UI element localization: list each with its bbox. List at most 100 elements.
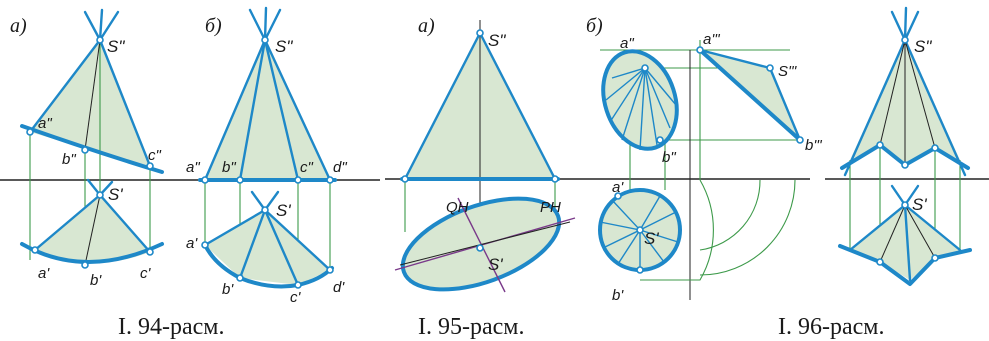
point [31, 246, 39, 254]
point-label: c' [140, 265, 152, 282]
figure-caption: I. 95-расм. [418, 314, 524, 340]
point [81, 146, 89, 154]
generator [33, 193, 102, 252]
point-label: S" [488, 31, 506, 50]
point-label: a'" [703, 31, 720, 48]
point [931, 254, 939, 262]
ray [639, 195, 661, 231]
fig94b-drawing [198, 6, 337, 289]
generator [768, 66, 802, 142]
point [656, 136, 664, 144]
point-label: a' [612, 179, 624, 196]
point-label: a' [186, 235, 198, 252]
generator [263, 208, 332, 272]
point-label: c" [300, 159, 314, 176]
sub-label: б) [586, 15, 603, 37]
point-label: b' [90, 272, 102, 289]
point-apex [261, 36, 269, 44]
point [931, 144, 939, 152]
point-label: S" [107, 37, 125, 56]
section-ellipse [601, 49, 679, 151]
generator-top [903, 6, 908, 42]
point-label: b' [612, 287, 624, 304]
sub-label: а) [10, 15, 27, 37]
point-label: b" [662, 149, 676, 166]
point-label: a" [620, 35, 634, 52]
base-ellipse [400, 196, 562, 292]
ray [617, 229, 641, 265]
generator [238, 208, 267, 280]
point-label: S" [275, 37, 293, 56]
generator [263, 208, 300, 287]
point [876, 141, 884, 149]
generator-top [248, 8, 267, 42]
generator [879, 204, 906, 263]
point-apex [636, 226, 644, 234]
fig94a-front-fill [30, 40, 150, 166]
ray [611, 199, 641, 231]
point-label: S' [912, 195, 927, 214]
point-label: d' [333, 279, 345, 296]
fig94a-drawing [0, 8, 380, 269]
generator [843, 38, 907, 177]
generator-top [98, 10, 120, 42]
point [796, 136, 804, 144]
point-label: S' [488, 255, 503, 274]
ray [611, 67, 646, 79]
generator [203, 208, 267, 247]
ray [605, 67, 646, 101]
ray [621, 67, 646, 141]
generator [904, 39, 936, 149]
point [201, 176, 209, 184]
generator-top [903, 184, 920, 207]
point-apex [901, 201, 909, 209]
ray [639, 229, 665, 263]
point [901, 161, 909, 169]
point [551, 175, 559, 183]
section-curve-top [203, 243, 334, 289]
point-apex [96, 36, 104, 44]
generator [28, 38, 102, 134]
point [641, 64, 649, 72]
ray [639, 211, 677, 231]
point-label: PH [540, 199, 561, 216]
point-label: c" [148, 147, 162, 164]
sub-label: б) [205, 15, 222, 37]
point-label: b' [222, 281, 234, 298]
fig94b-front-fill [205, 40, 330, 180]
ray [644, 67, 677, 106]
point [294, 281, 302, 289]
ray [644, 67, 658, 146]
point-label: a" [38, 115, 52, 132]
point [294, 176, 302, 184]
generator [203, 38, 267, 182]
figure-caption: I. 96-расм. [778, 314, 884, 340]
generator [263, 38, 300, 182]
generator-top [890, 184, 907, 207]
generator-top [83, 10, 102, 42]
point-apex [261, 206, 269, 214]
fig96-top-fill [850, 205, 960, 280]
point-label: c' [290, 289, 302, 306]
generator [98, 38, 152, 168]
point-label: d" [333, 159, 347, 176]
fig94b-top-fill [205, 210, 330, 285]
generator [879, 39, 906, 146]
figure-caption: I. 94-расм. [118, 314, 224, 340]
point [614, 192, 622, 200]
generator [403, 31, 482, 181]
ray [599, 221, 641, 231]
ray [639, 67, 646, 151]
point-label: b" [222, 159, 236, 176]
point [146, 162, 154, 170]
generator-top [903, 10, 920, 42]
point-apex [476, 244, 484, 252]
ray [602, 229, 641, 249]
generator [903, 203, 912, 282]
point [326, 266, 334, 274]
generator [698, 48, 772, 70]
generator [263, 38, 332, 182]
point-label: S" [914, 37, 932, 56]
generator [84, 194, 101, 266]
